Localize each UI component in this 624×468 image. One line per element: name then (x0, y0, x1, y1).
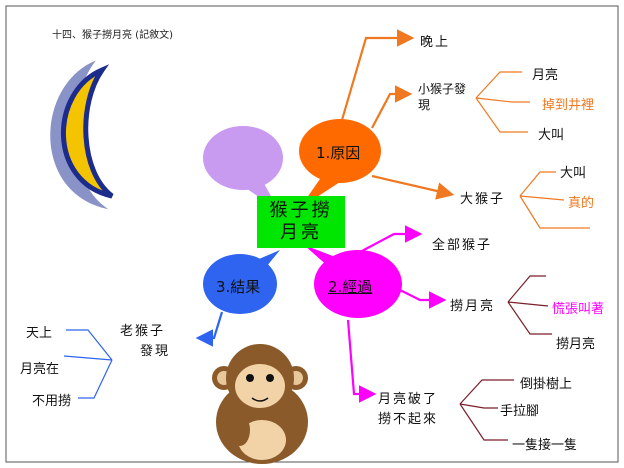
result-bubble-label: 3.結果 (216, 278, 261, 296)
node-old-monkey-line-2: 發現 (140, 344, 171, 359)
crescent-moon-icon (50, 60, 114, 210)
leaf-no-need-to-scoop: 不用撈 (32, 394, 72, 409)
leaf-moon: 月亮 (532, 68, 559, 83)
leaf-sky: 天上 (26, 326, 53, 341)
node-all-monkeys: 全部猴子 (432, 238, 493, 253)
node-moon-broken-line-2: 撈不起來 (378, 412, 439, 427)
process-leaf-lines (459, 275, 552, 441)
cause-leaf-lines (475, 71, 590, 229)
leaf-moon-is-at: 月亮在 (20, 362, 60, 377)
cause-bubble-label: 1.原因 (316, 144, 361, 162)
central-topic-line-2: 月亮 (280, 222, 322, 243)
leaf-hang-upside-down: 倒掛樹上 (520, 377, 573, 392)
central-topic: 猴子撈 月亮 (257, 196, 345, 248)
leaf-fell-into-well: 掉到井裡 (542, 98, 595, 113)
leaf-one-after-another: 一隻接一隻 (512, 438, 578, 453)
node-scoop-moon: 撈月亮 (450, 299, 496, 314)
document-title: 十四、猴子撈月亮 (記敘文) (52, 30, 173, 41)
monkey-icon (212, 344, 308, 464)
process-bubble (304, 245, 402, 318)
leaf-hand-pull-foot: 手拉腳 (500, 404, 540, 419)
process-bubble-label: 2.經過 (328, 278, 373, 296)
leaf-shout-1: 大叫 (538, 128, 565, 143)
node-evening: 晚上 (420, 35, 451, 50)
leaf-panic-shout: 慌張叫著 (552, 302, 605, 317)
node-big-monkey: 大猴子 (460, 192, 506, 207)
central-topic-line-1: 猴子撈 (269, 200, 333, 221)
result-connectors (195, 311, 224, 347)
cause-bubble (299, 119, 381, 208)
cause-connectors (340, 29, 455, 200)
node-old-monkey-line-1: 老猴子 (120, 324, 166, 339)
page-border (5, 5, 619, 463)
result-leaf-lines (63, 329, 113, 399)
node-little-monkey-line-2: 現 (418, 98, 431, 112)
node-little-monkey-line-1: 小猴子發 (418, 82, 467, 96)
result-bubble (203, 250, 280, 314)
process-connectors (346, 225, 447, 403)
leaf-shout-2: 大叫 (560, 166, 587, 181)
node-moon-broken-line-1: 月亮破了 (378, 392, 439, 407)
leaf-really: 真的 (568, 196, 595, 211)
leaf-scoop-moon: 撈月亮 (556, 337, 596, 352)
